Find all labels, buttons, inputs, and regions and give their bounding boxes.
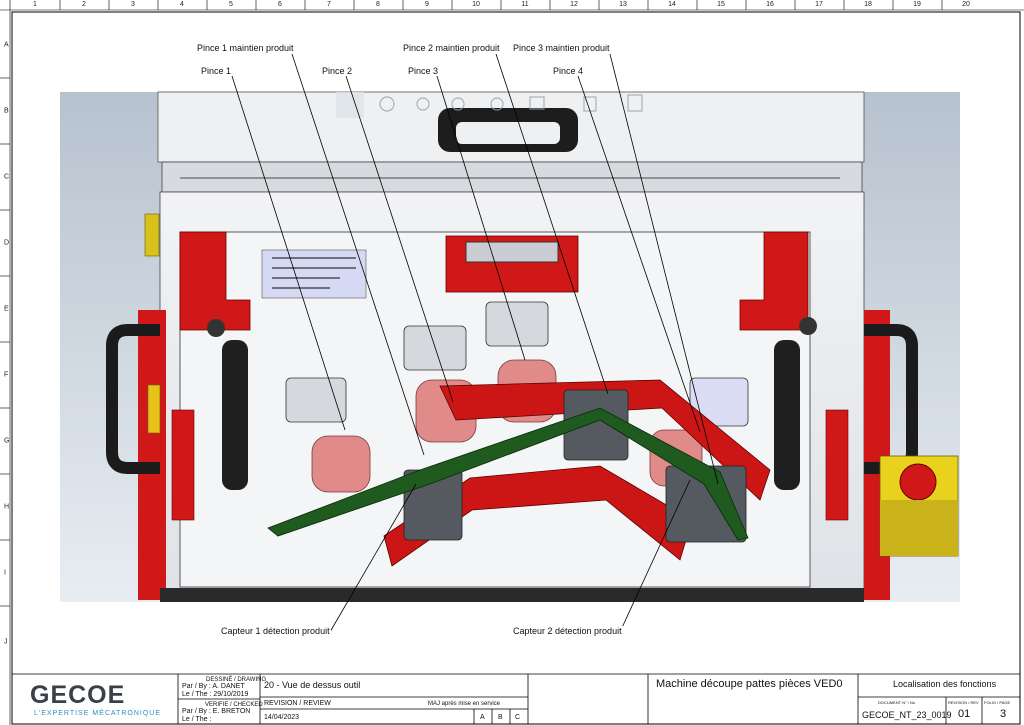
green-product — [267, 407, 749, 541]
rev-letter-b: B — [498, 714, 503, 721]
ruler-col: 5 — [229, 1, 233, 8]
ruler-col: 16 — [766, 1, 774, 8]
ruler-col: 10 — [472, 1, 480, 8]
ruler-row: F — [4, 371, 9, 379]
ruler-col: 1 — [33, 1, 37, 8]
gecoe-logo: GECOE — [30, 681, 126, 709]
ruler-col: 3 — [131, 1, 135, 8]
callout-capteur1: Capteur 1 détection produit — [220, 626, 331, 636]
logo-tagline: L'EXPERTISE MÉCATRONIQUE — [34, 710, 161, 717]
viewer-toolbar — [336, 92, 643, 118]
callout-pince2: Pince 2 — [321, 66, 354, 76]
checked-by: Par / By : E. BRETON — [182, 708, 251, 715]
ruler-col: 20 — [962, 1, 970, 8]
ruler-col: 4 — [180, 1, 184, 8]
leader-lines — [231, 53, 719, 633]
ruler-row: D — [4, 239, 10, 247]
ruler-row: J — [4, 638, 8, 646]
revision-number: 01 — [958, 708, 971, 720]
toggle-clamp-left — [222, 340, 248, 490]
function-title: Localisation des fonctions — [893, 679, 997, 689]
red-bracket-left — [179, 231, 251, 331]
base-feet — [160, 588, 864, 602]
checked-label: VERIFIE / CHECKED — [205, 702, 263, 708]
ruler-col: 8 — [376, 1, 380, 8]
drawing-label: DESSINÉ / DRAWING — [206, 677, 267, 683]
ruler-col: 12 — [570, 1, 578, 8]
ruler-col: 19 — [913, 1, 921, 8]
drawn-by: Par / By : A. DANET — [182, 683, 245, 690]
emergency-stop-button — [899, 463, 937, 501]
revision-mini-label: REVISION / REV — [948, 700, 979, 705]
ruler-row: C — [4, 173, 10, 181]
drawn-date: Le / The : 29/10/2019 — [182, 691, 249, 698]
ruler-col: 15 — [717, 1, 725, 8]
revision-note: MAJ après mise en service — [428, 701, 501, 707]
red-fixture-upper — [439, 379, 771, 501]
ruler-col: 14 — [668, 1, 676, 8]
doc-number: GECOE_NT_23_0019 — [862, 710, 952, 720]
rev-letter-c: C — [515, 714, 521, 721]
ruler-col: 7 — [327, 1, 331, 8]
red-column-right — [864, 310, 890, 600]
yellow-connector — [144, 213, 160, 257]
callout-pince1: Pince 1 — [200, 66, 233, 76]
column-ticks — [59, 0, 943, 10]
ruler-col: 6 — [278, 1, 282, 8]
ruler-row: E — [4, 305, 9, 313]
machine-title: Machine découpe pattes pièces VED0 — [656, 678, 843, 690]
doc-number-label: DOCUMENT N° / No — [878, 700, 916, 705]
callout-pince2-maintien: Pince 2 maintien produit — [402, 43, 501, 53]
callout-pince4: Pince 4 — [552, 66, 585, 76]
ruler-row: H — [4, 503, 10, 511]
ruler-row: A — [4, 41, 9, 49]
ruler-col: 18 — [864, 1, 872, 8]
id-plate — [261, 249, 367, 299]
ruler-row: I — [4, 569, 6, 577]
checked-date: Le / The : — [182, 716, 212, 723]
red-column-left — [138, 310, 166, 600]
side-handle-left — [106, 324, 160, 474]
gripper-mounts — [285, 301, 749, 427]
ruler-col: 17 — [815, 1, 823, 8]
view-title: 20 - Vue de dessus outil — [264, 680, 361, 690]
toggle-clamp-right — [774, 340, 800, 490]
row-ticks — [0, 77, 10, 607]
callout-capteur2: Capteur 2 détection produit — [512, 626, 623, 636]
callout-pince3-maintien: Pince 3 maintien produit — [512, 43, 611, 53]
ruler-col: 2 — [82, 1, 86, 8]
revision-label: REVISION / REVIEW — [264, 700, 331, 707]
ruler-row: B — [4, 107, 9, 115]
rev-letter-a: A — [480, 714, 485, 721]
page-number: 3 — [1000, 708, 1007, 720]
page-mini-label: FOLIO / PAGE — [984, 700, 1011, 705]
ruler-col: 9 — [425, 1, 429, 8]
callout-pince1-maintien: Pince 1 maintien produit — [196, 43, 295, 53]
ruler-col: 11 — [521, 1, 529, 8]
revision-date: 14/04/2023 — [264, 714, 300, 721]
ruler-row: G — [4, 437, 10, 445]
callout-pince3: Pince 3 — [407, 66, 440, 76]
hinge-bar — [161, 161, 863, 193]
ruler-col: 13 — [619, 1, 627, 8]
